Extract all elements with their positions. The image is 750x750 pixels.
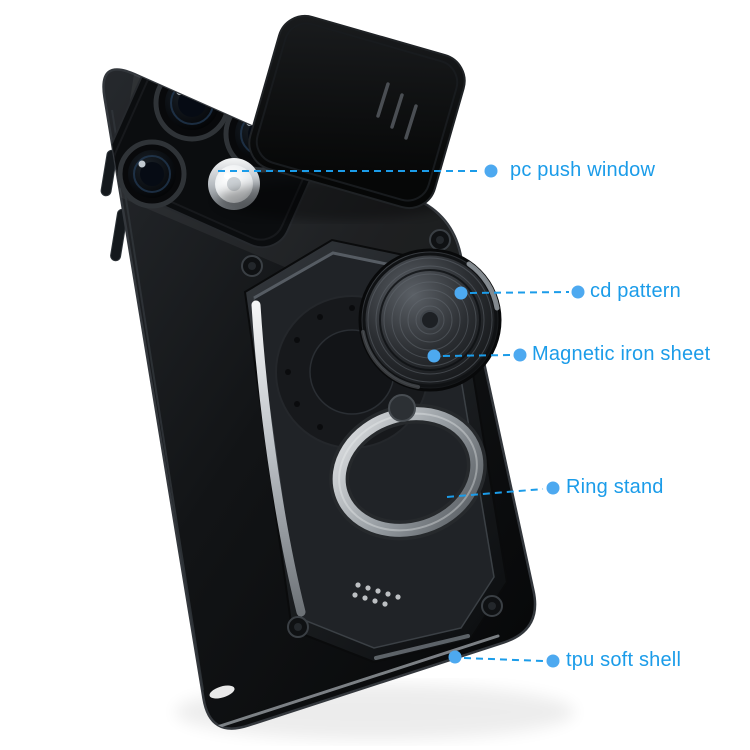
knob-highlight <box>361 330 420 389</box>
callout-dot-tpu-soft-shell <box>546 654 560 668</box>
cd-pattern-knob <box>358 248 502 392</box>
screw <box>481 595 503 617</box>
callout-label-cd-pattern: cd pattern <box>590 280 681 303</box>
screw <box>429 229 451 251</box>
callout-label-magnetic-iron-sheet: Magnetic iron sheet <box>532 343 711 366</box>
callout-dot-cd-pattern <box>571 285 585 299</box>
callout-label-ring-stand: Ring stand <box>566 476 664 499</box>
ring-hinge <box>388 394 416 422</box>
feature-dot-magnetic-iron-sheet <box>427 349 441 363</box>
camera-lens <box>117 139 187 209</box>
screw <box>241 255 263 277</box>
plate-bevel-highlight <box>253 251 412 300</box>
tpu-edge-highlight <box>212 634 500 729</box>
callout-label-tpu-soft-shell: tpu soft shell <box>566 649 682 672</box>
feature-dot-tpu-soft-shell <box>448 650 462 664</box>
callout-dot-pc-push-window <box>484 164 498 178</box>
leader-line-ring-stand <box>446 488 544 498</box>
grip-dots <box>352 582 401 607</box>
leader-line-cd-pattern <box>469 291 570 294</box>
callout-dot-ring-stand <box>546 481 560 495</box>
feature-dot-cd-pattern <box>454 286 468 300</box>
knob-highlight <box>466 261 500 311</box>
screws <box>241 229 503 638</box>
cd-grooves <box>367 257 493 383</box>
callout-dot-magnetic-iron-sheet <box>513 348 527 362</box>
ring-stand <box>329 403 487 541</box>
inner-lip-left <box>111 109 204 691</box>
callout-overlay <box>218 164 585 668</box>
leader-line-tpu-soft-shell <box>463 657 544 662</box>
port-cutout <box>209 685 235 699</box>
callout-label-pc-push-window: pc push window <box>510 159 656 182</box>
plate-bottom-highlight <box>374 634 470 660</box>
silver-edge-highlight <box>251 300 306 617</box>
cover-grip-lines <box>376 82 418 140</box>
side-buttons <box>100 149 128 262</box>
camera-lens <box>153 69 231 142</box>
screw <box>287 616 309 638</box>
push-window-cover <box>248 14 466 210</box>
